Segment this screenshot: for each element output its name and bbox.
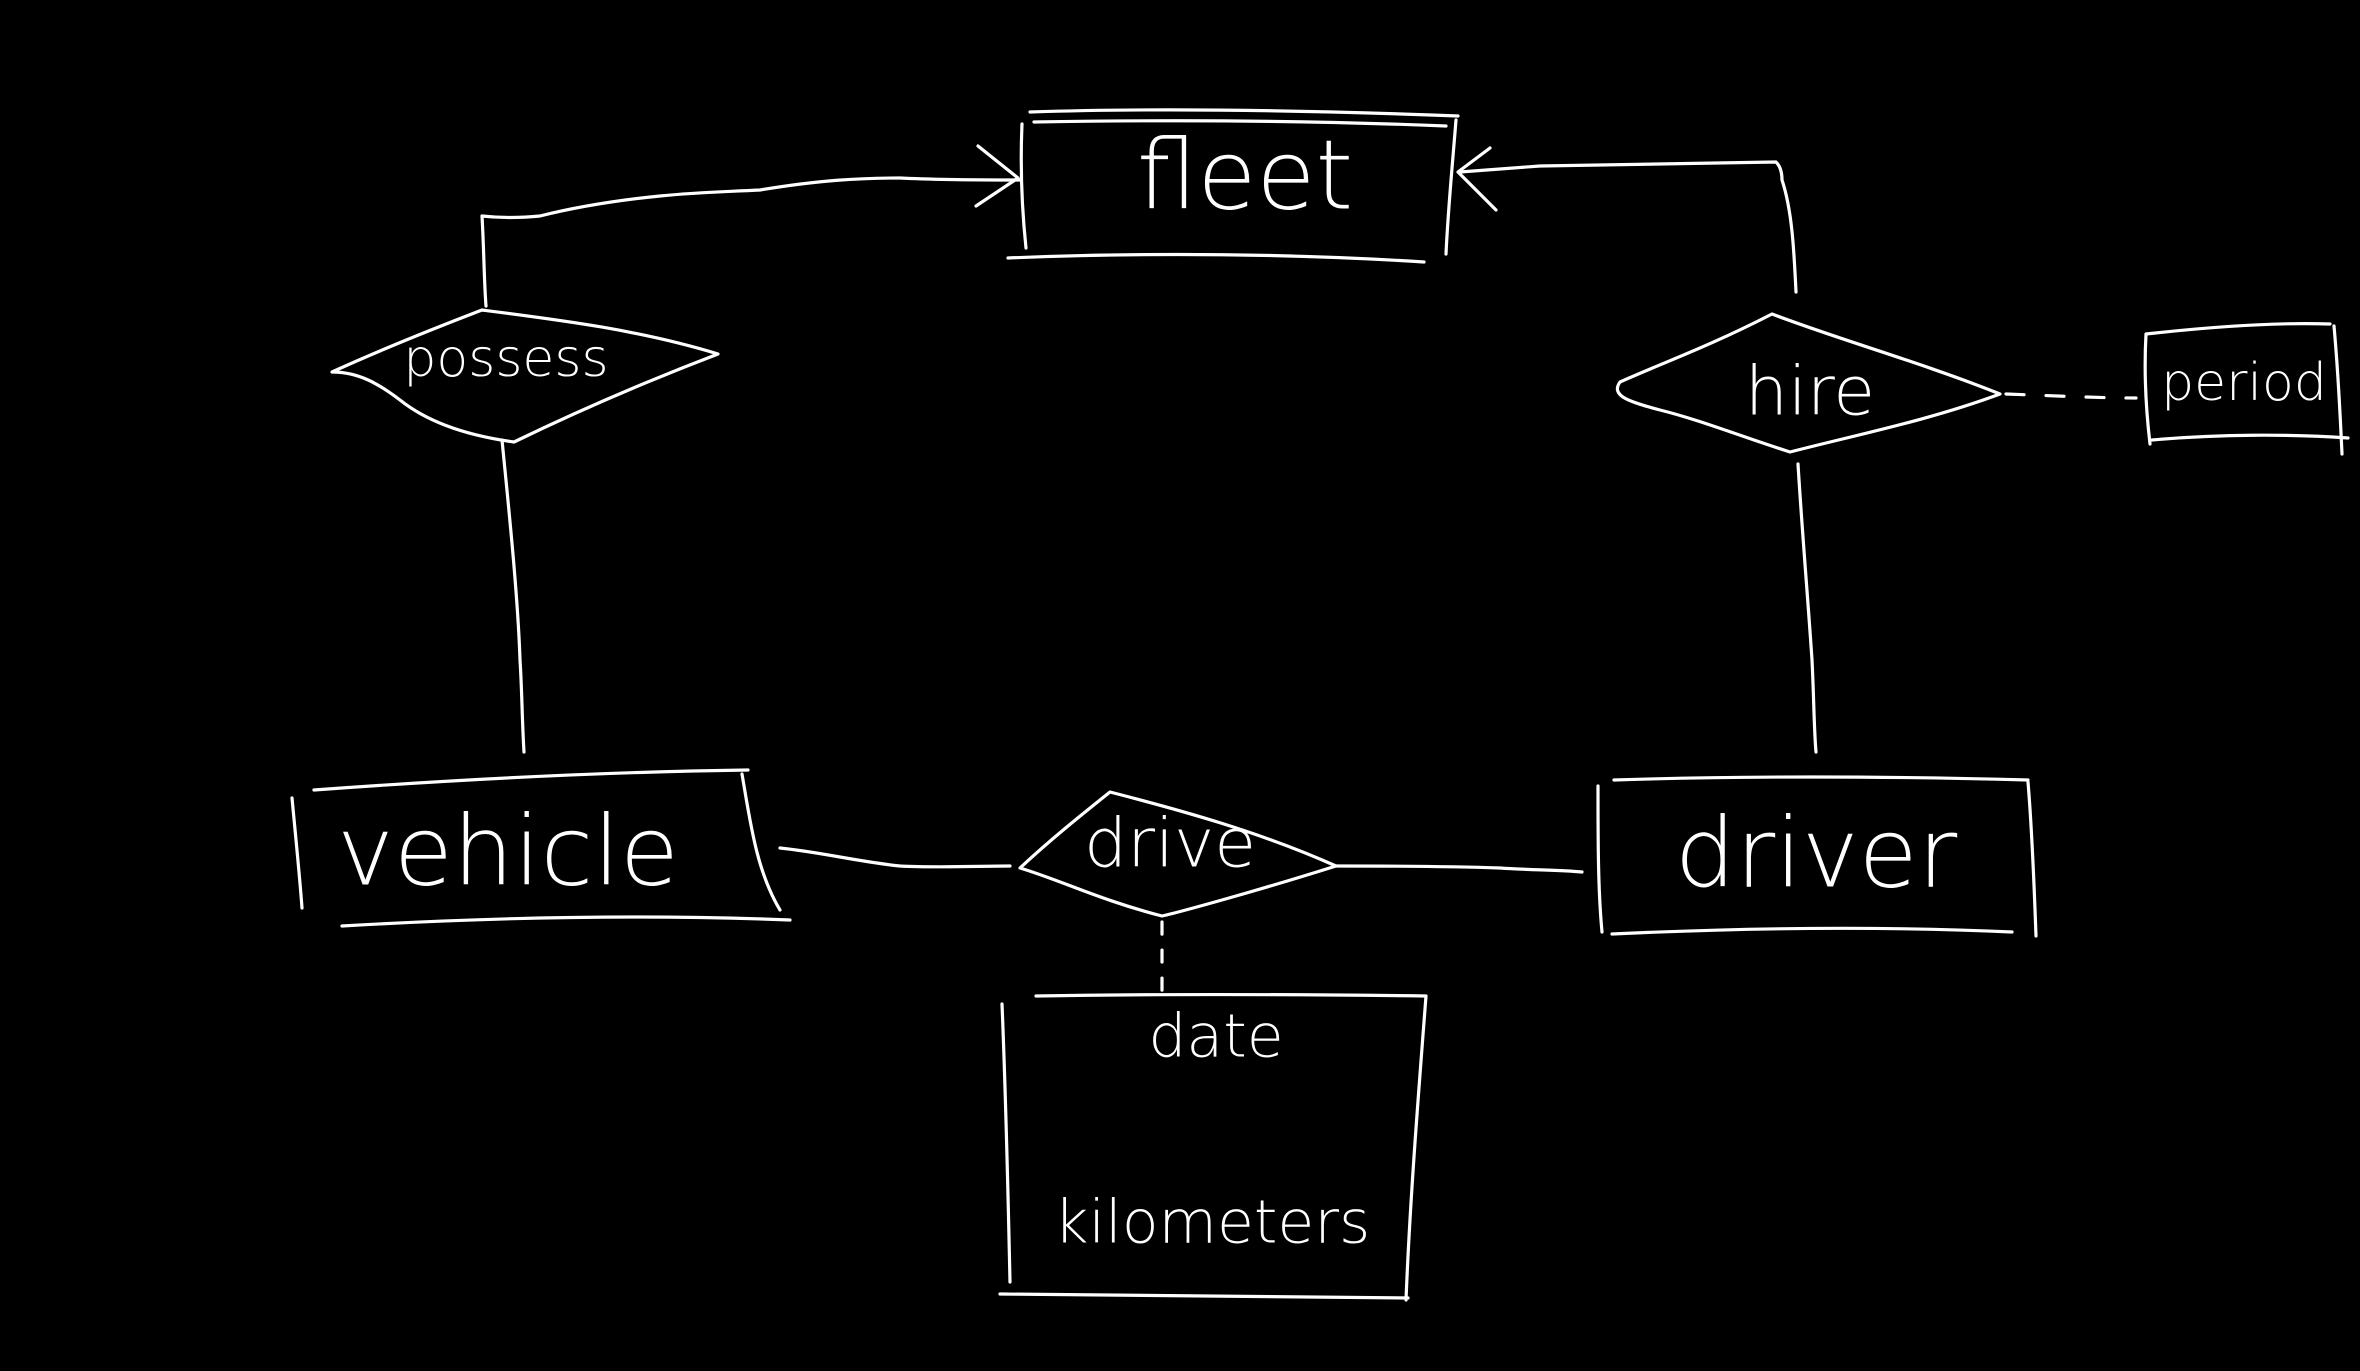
entity-driver: driver	[1596, 775, 2038, 938]
connector-hire-fleet	[1456, 146, 1798, 294]
attribute-box-drive: date kilometers	[998, 992, 1428, 1302]
entity-vehicle: vehicle	[290, 768, 792, 928]
attribute-period-box	[2143, 322, 2350, 456]
relationship-possess-label: possess	[403, 329, 608, 389]
relationship-drive-diamond	[1018, 790, 1338, 918]
entity-fleet-box-extra	[1032, 119, 1448, 128]
connector-possess-vehicle	[500, 438, 526, 754]
entity-fleet-box	[1006, 108, 1460, 264]
attribute-kilometers-label: kilometers	[1054, 1188, 1371, 1258]
connector-drive-driver	[1332, 864, 1584, 874]
entity-fleet-label: fleet	[1137, 119, 1353, 231]
connector-vehicle-drive	[778, 846, 1012, 869]
connector-possess-fleet	[480, 144, 1022, 308]
arrowhead-fleet-right-icon	[1456, 146, 1498, 212]
connector-possess-fleet-line	[480, 176, 1022, 308]
connector-hire-driver	[1796, 462, 1818, 754]
relationship-possess-diamond	[330, 308, 720, 444]
relationship-possess: possess	[330, 308, 720, 444]
relationship-hire: hire	[1615, 312, 2002, 454]
entity-fleet: fleet	[1006, 108, 1460, 264]
attribute-period: period	[2143, 322, 2350, 456]
relationship-drive: drive	[1018, 790, 1338, 918]
relationship-drive-label: drive	[1084, 805, 1256, 884]
relationship-hire-label: hire	[1745, 353, 1875, 432]
connector-hire-fleet-line	[1458, 160, 1798, 294]
relationship-hire-diamond	[1615, 312, 2002, 454]
arrowhead-fleet-left-icon	[974, 144, 1020, 208]
entity-driver-box	[1596, 775, 2038, 938]
entity-vehicle-label: vehicle	[337, 795, 679, 907]
attribute-date-label: date	[1148, 1002, 1283, 1072]
attribute-period-label: period	[2161, 353, 2327, 413]
entity-driver-label: driver	[1675, 797, 1958, 909]
connector-hire-period	[2004, 392, 2138, 400]
attribute-box-drive-outline	[998, 992, 1428, 1302]
entity-vehicle-box	[290, 768, 792, 928]
